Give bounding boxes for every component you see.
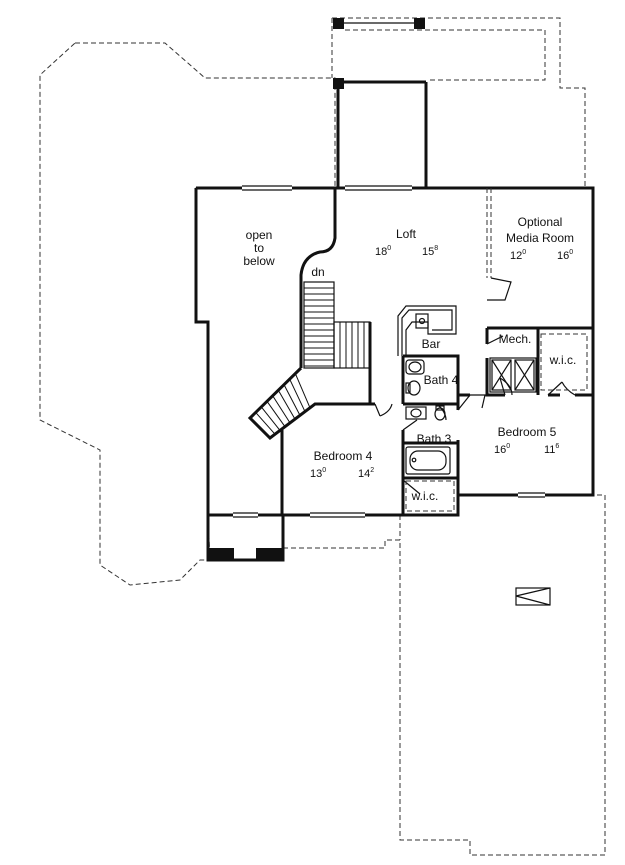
svg-text:below: below <box>243 254 275 268</box>
label-loft: Loft 180 158 <box>375 227 438 258</box>
bath3-fixtures <box>405 405 451 475</box>
roof-outline-left <box>39 42 336 586</box>
label-media-room: Optional Media Room 120 160 <box>506 215 574 262</box>
mech-equipment <box>489 357 537 393</box>
roof-outline-garage <box>283 494 606 856</box>
svg-text:Bedroom 5: Bedroom 5 <box>498 425 557 439</box>
label-bath3: Bath 3 <box>417 432 452 446</box>
svg-text:Media Room: Media Room <box>506 231 574 245</box>
svg-text:Loft: Loft <box>396 227 417 241</box>
label-bath4: Bath 4 <box>424 373 459 387</box>
label-wic-bedroom4: w.i.c. <box>411 489 439 503</box>
doors <box>374 277 576 495</box>
svg-text:180: 180 <box>375 245 391 258</box>
bar-counter <box>397 305 457 356</box>
porch-structure <box>333 18 428 188</box>
svg-text:Optional: Optional <box>518 215 563 229</box>
svg-text:160: 160 <box>557 249 573 262</box>
svg-text:158: 158 <box>422 245 438 258</box>
stair-tread <box>289 378 306 412</box>
roof-outline-top-porch <box>331 17 586 188</box>
svg-text:120: 120 <box>510 249 526 262</box>
stair-tread <box>294 373 311 408</box>
stair-tread <box>277 389 296 420</box>
svg-text:Bedroom 4: Bedroom 4 <box>314 449 373 463</box>
svg-text:160: 160 <box>494 443 510 456</box>
stair-tread <box>283 384 301 416</box>
stair-tread <box>272 395 291 424</box>
label-stair-down: dn <box>311 265 324 279</box>
svg-text:open: open <box>246 228 273 242</box>
stair-tread <box>255 412 276 435</box>
windows <box>233 185 545 518</box>
label-bar: Bar <box>422 337 441 351</box>
stairs <box>255 281 371 435</box>
label-open-to-below: open to below <box>243 228 275 268</box>
label-wic-bedroom5: w.i.c. <box>549 353 577 367</box>
wic-bedroom5-shelving <box>540 333 588 391</box>
label-bedroom5: Bedroom 5 160 116 <box>494 425 559 456</box>
stair-tread <box>260 406 281 431</box>
svg-text:116: 116 <box>544 443 559 456</box>
wic-bedroom4-shelving <box>405 480 455 512</box>
svg-text:130: 130 <box>310 467 326 480</box>
label-mech: Mech. <box>499 332 532 346</box>
attic-access <box>515 587 551 606</box>
svg-text:142: 142 <box>358 467 374 480</box>
stair-tread <box>266 401 286 427</box>
label-bedroom4: Bedroom 4 130 142 <box>310 449 374 480</box>
svg-text:to: to <box>254 241 264 255</box>
bath4-fixtures <box>405 359 425 396</box>
